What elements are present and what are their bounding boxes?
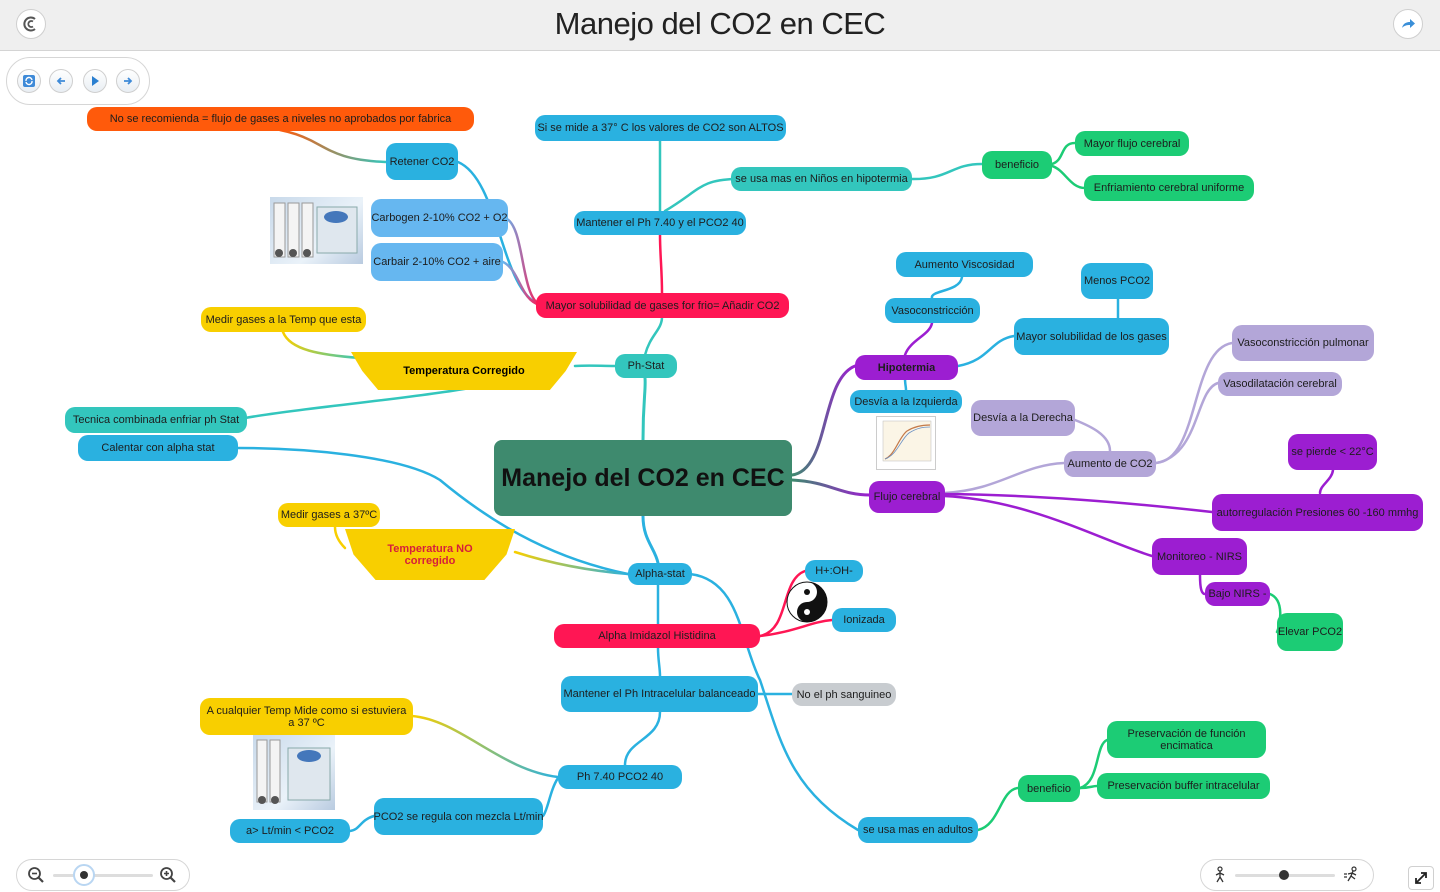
topic-mayor-flujo-cerebral[interactable]: Mayor flujo cerebral	[1075, 131, 1189, 156]
mindomo-logo-icon[interactable]	[16, 9, 46, 39]
presentation-nav-panel	[6, 57, 150, 105]
topic-carbair[interactable]: Carbair 2-10% CO2 + aire	[371, 243, 503, 281]
topic-se-pierde[interactable]: se pierde < 22°C	[1288, 434, 1377, 470]
topic-vasoconstriccion[interactable]: Vasoconstricción	[885, 298, 980, 323]
topic-temperatura-no-corregido[interactable]: Temperatura NO corregido	[345, 529, 515, 580]
topic-mayor-solubilidad-frio[interactable]: Mayor solubilidad de gases for frio= Aña…	[536, 293, 789, 318]
topic-si-se-mide[interactable]: Si se mide a 37° C los valores de CO2 so…	[535, 115, 786, 141]
topic-lt-min-pco2[interactable]: a> Lt/min < PCO2	[230, 819, 350, 843]
page-title: Manejo del CO2 en CEC	[554, 6, 886, 41]
back-icon[interactable]	[49, 69, 73, 93]
topic-pco2-regula[interactable]: PCO2 se regula con mezcla Lt/min	[374, 798, 543, 835]
flowmeter-image-2	[253, 734, 335, 810]
topic-beneficio-ph-stat[interactable]: beneficio	[982, 151, 1052, 179]
zoom-in-icon[interactable]	[159, 866, 177, 889]
topic-beneficio-alpha[interactable]: beneficio	[1018, 775, 1080, 802]
topic-menos-pco2[interactable]: Menos PCO2	[1081, 263, 1153, 299]
topic-cualquier-temp[interactable]: A cualquier Temp Mide como si estuviera …	[200, 698, 413, 735]
topic-tecnica-combinada[interactable]: Tecnica combinada enfriar ph Stat	[65, 407, 247, 433]
topic-vasoconstriccion-pulmonar[interactable]: Vasoconstricción pulmonar	[1232, 325, 1374, 361]
topic-autorregulacion[interactable]: autorregulación Presiones 60 -160 mmhg	[1212, 494, 1423, 531]
walking-person-icon[interactable]	[1211, 866, 1229, 889]
flowmeter-image	[270, 197, 363, 264]
topic-mantener-intracelular[interactable]: Mantener el Ph Intracelular balanceado	[561, 676, 758, 712]
topic-aumento-viscosidad[interactable]: Aumento Viscosidad	[896, 252, 1033, 277]
topic-mayor-solubilidad-gases[interactable]: Mayor solubilidad de los gases	[1014, 318, 1169, 355]
topic-vasodilatacion-cerebral[interactable]: Vasodilatación cerebral	[1218, 372, 1342, 396]
topic-adultos[interactable]: se usa mas en adultos	[858, 817, 978, 843]
speed-slider-handle[interactable]	[1279, 870, 1289, 880]
zoom-slider-track[interactable]	[53, 874, 153, 877]
topic-ninos-hipotermia[interactable]: se usa mas en Niños en hipotermia	[731, 167, 912, 191]
zoom-out-icon[interactable]	[27, 866, 45, 889]
fullscreen-icon[interactable]	[1408, 866, 1434, 890]
topic-bajo-nirs[interactable]: Bajo NIRS -	[1205, 582, 1270, 606]
topic-elevar-pco2[interactable]: Elevar PCO2	[1277, 613, 1343, 651]
topic-mantener-ph[interactable]: Mantener el Ph 7.40 y el PCO2 40	[574, 211, 746, 235]
topic-retener-co2[interactable]: Retener CO2	[386, 143, 458, 180]
topic-aumento-co2[interactable]: Aumento de CO2	[1064, 451, 1156, 477]
running-person-icon[interactable]	[1343, 866, 1361, 889]
central-topic[interactable]: Manejo del CO2 en CEC	[494, 440, 792, 516]
topic-medir-gases-temp[interactable]: Medir gases a la Temp que esta	[201, 307, 366, 332]
top-bar: Manejo del CO2 en CEC	[0, 0, 1440, 51]
refresh-icon[interactable]	[17, 69, 41, 93]
topic-preservacion-funcion[interactable]: Preservación de función encimatica	[1107, 721, 1266, 758]
topic-desvia-derecha[interactable]: Desvía a la Derecha	[971, 400, 1075, 436]
share-arrow-icon[interactable]	[1393, 9, 1423, 39]
topic-temperatura-corregido[interactable]: Temperatura Corregido	[351, 352, 577, 390]
topic-flujo-cerebral[interactable]: Flujo cerebral	[869, 481, 945, 513]
topic-preservacion-buffer[interactable]: Preservación buffer intracelular	[1097, 773, 1270, 799]
yin-yang-icon	[786, 581, 828, 623]
zoom-slider-handle[interactable]	[73, 864, 95, 886]
topic-ph-stat[interactable]: Ph-Stat	[615, 354, 677, 378]
topic-ph-740-pco2-40[interactable]: Ph 7.40 PCO2 40	[558, 765, 682, 789]
topic-alpha-imidazol[interactable]: Alpha Imidazol Histidina	[554, 624, 760, 648]
forward-icon[interactable]	[116, 69, 140, 93]
topic-monitoreo-nirs[interactable]: Monitoreo - NIRS	[1152, 538, 1247, 575]
topic-calentar-alpha[interactable]: Calentar con alpha stat	[78, 435, 238, 461]
topic-h-oh[interactable]: H+:OH-	[805, 560, 863, 582]
topic-no-se-recomienda[interactable]: No se recomienda = flujo de gases a nive…	[87, 107, 474, 131]
topic-carbogen[interactable]: Carbogen 2-10% CO2 + O2	[371, 199, 508, 237]
zoom-panel	[16, 859, 190, 891]
dissociation-curve-image	[876, 416, 936, 470]
topic-hipotermia[interactable]: Hipotermia	[855, 355, 958, 380]
topic-no-ph-sanguineo[interactable]: No el ph sanguineo	[792, 683, 896, 706]
topic-desvia-izquierda[interactable]: Desvía a la Izquierda	[850, 390, 962, 413]
topic-enfriamiento-cerebral[interactable]: Enfriamiento cerebral uniforme	[1084, 175, 1254, 201]
topic-ionizada[interactable]: Ionizada	[832, 608, 896, 632]
play-icon[interactable]	[83, 69, 107, 93]
topic-alpha-stat[interactable]: Alpha-stat	[628, 563, 692, 585]
speed-panel	[1200, 859, 1374, 891]
topic-medir-gases-37[interactable]: Medir gases a 37ºC	[278, 503, 380, 527]
